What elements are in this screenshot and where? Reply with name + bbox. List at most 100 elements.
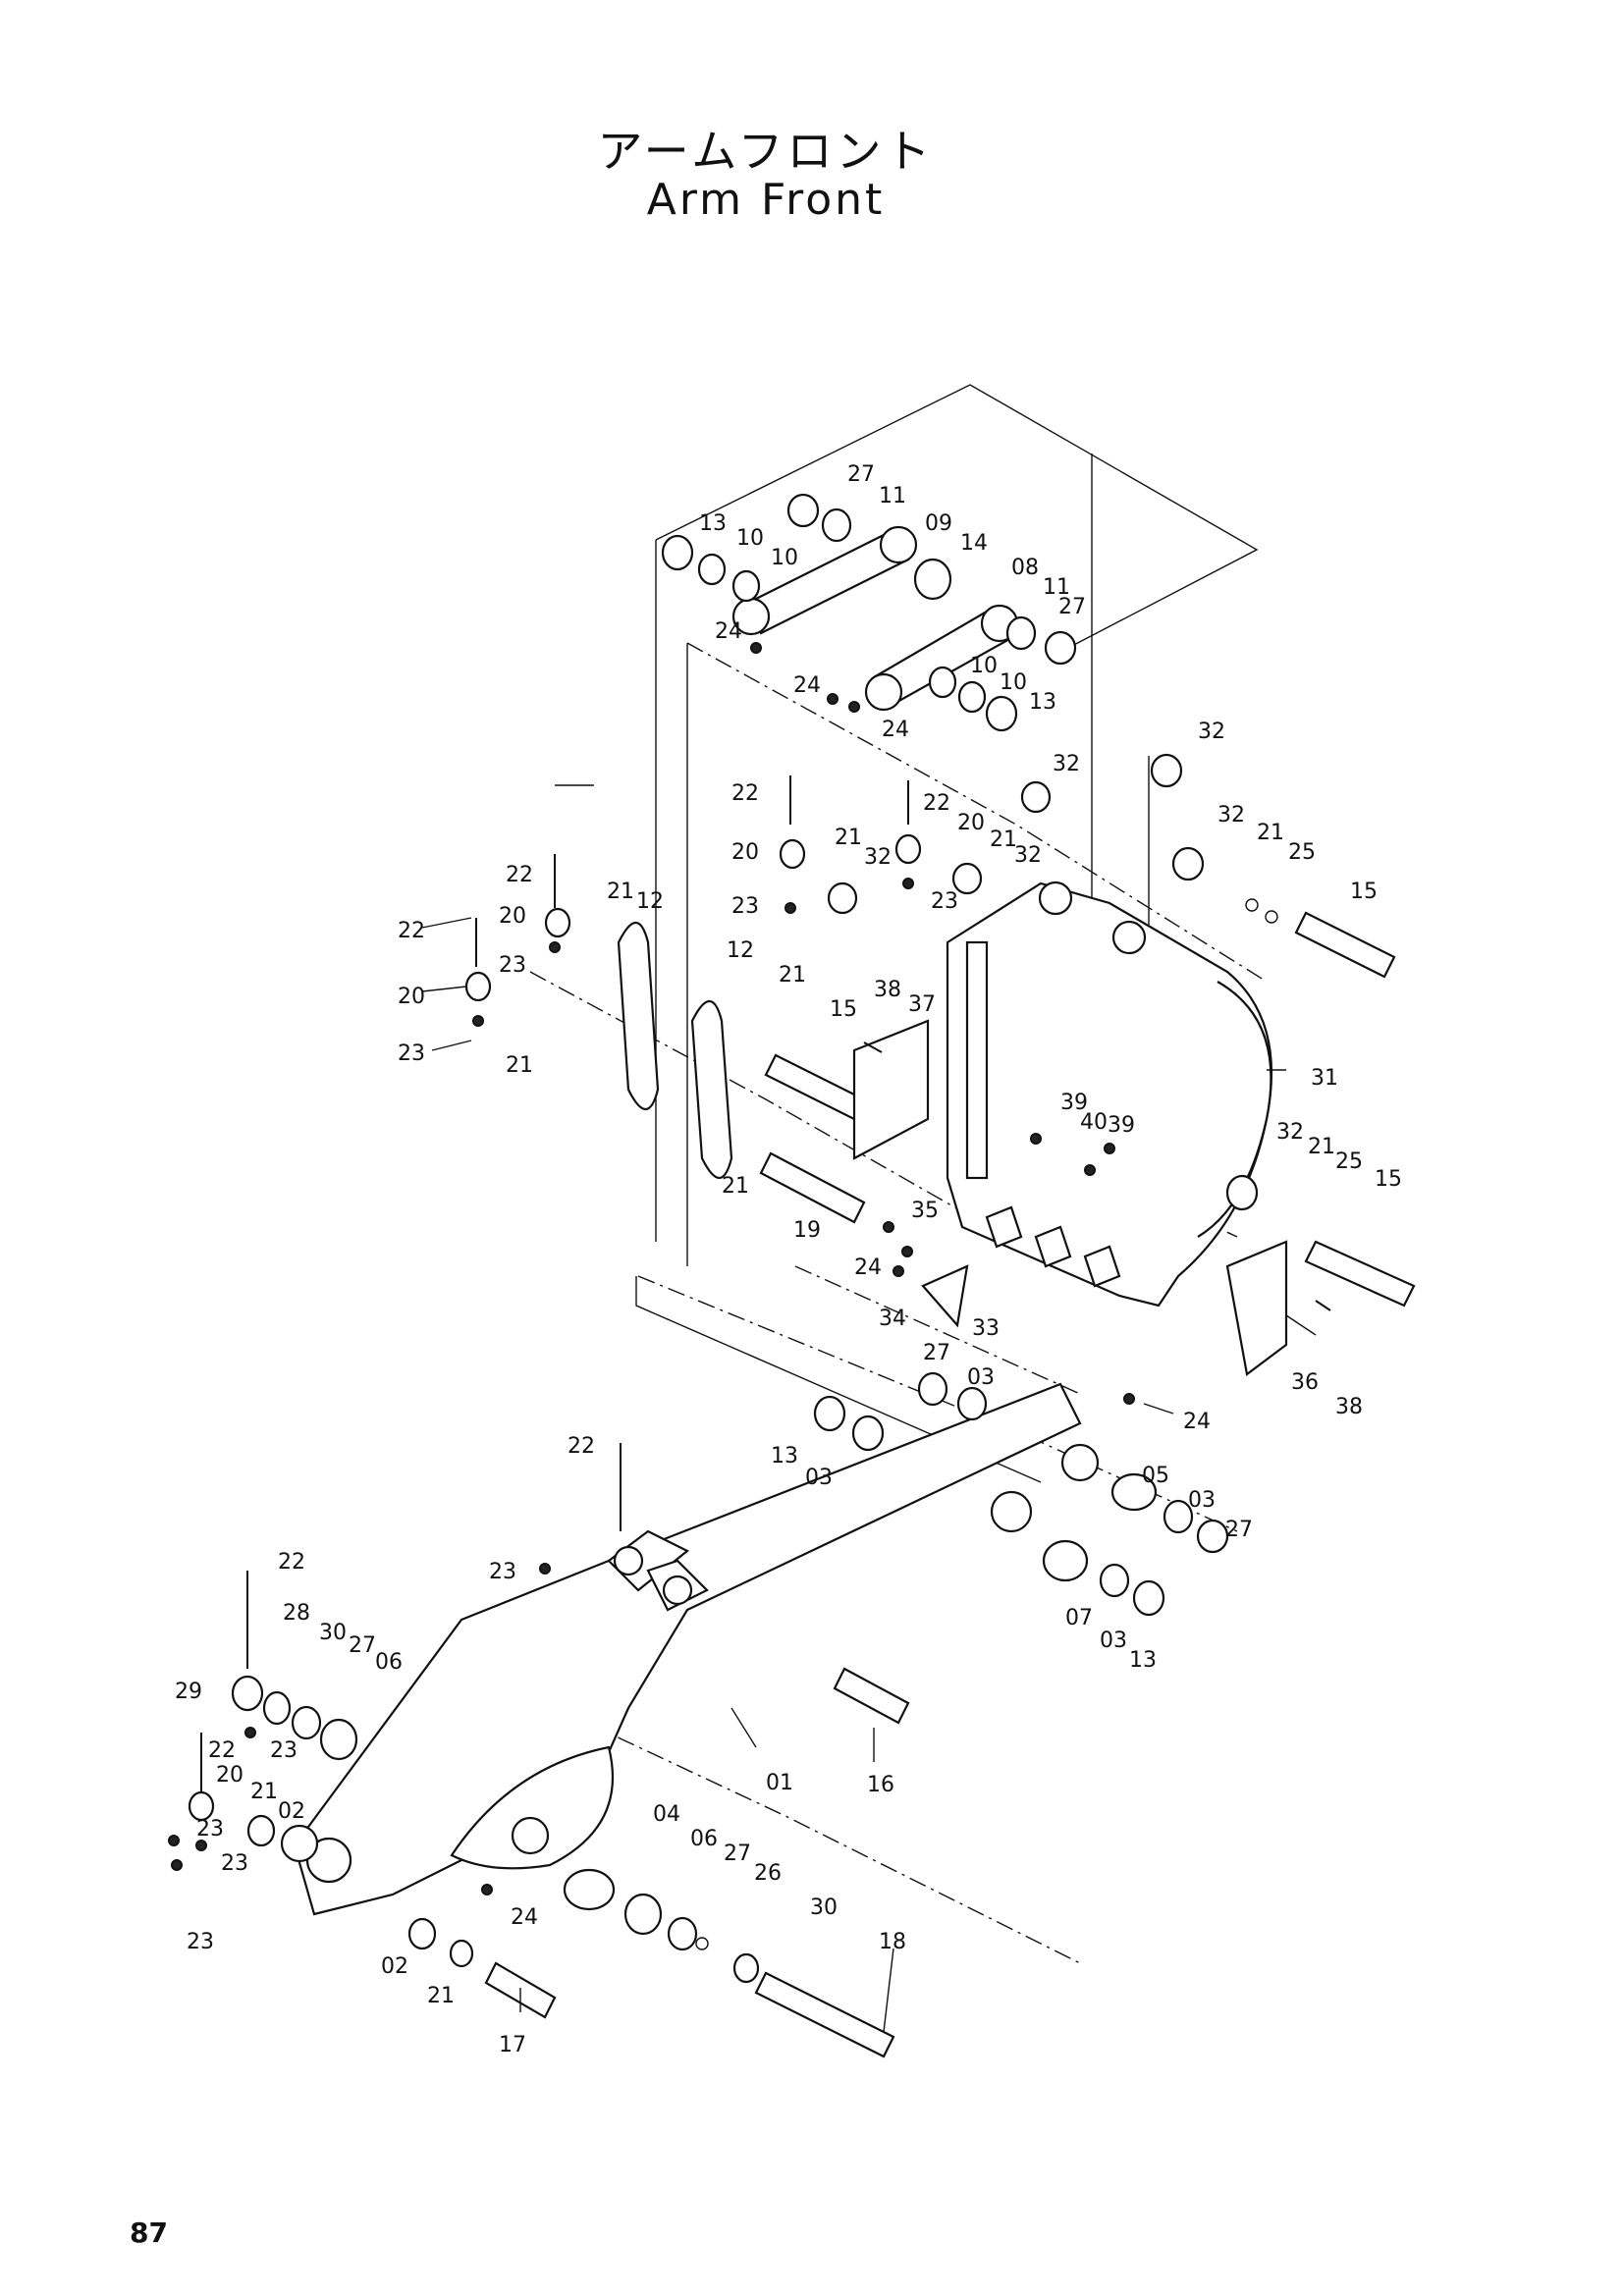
ring-27-b xyxy=(1044,630,1077,666)
label-part-08: 08 xyxy=(1011,556,1039,580)
label-part-35: 35 xyxy=(911,1199,939,1223)
bucket-tooth-1 xyxy=(985,1205,1023,1249)
nut-20-c xyxy=(779,838,806,870)
grease-fitting-24-b xyxy=(827,693,839,705)
label-part-24: 24 xyxy=(793,673,821,698)
grease-fitting-24-d xyxy=(883,1221,894,1233)
side-cutter-36 xyxy=(1225,1240,1288,1376)
label-part-32: 32 xyxy=(864,845,892,870)
collar-10-b xyxy=(731,569,761,603)
o-ring-25-b xyxy=(1265,910,1278,924)
label-part-24: 24 xyxy=(854,1255,882,1280)
label-part-13: 13 xyxy=(699,511,727,536)
label-part-27: 27 xyxy=(1058,595,1086,619)
bushing-13-top xyxy=(661,534,694,571)
washer-23-g xyxy=(195,1840,207,1851)
page-title-japanese: アームフロント xyxy=(597,125,935,178)
washer-23-c xyxy=(784,902,796,914)
nut-20-e xyxy=(188,1790,215,1822)
label-part-04: 04 xyxy=(653,1802,680,1827)
label-part-27: 27 xyxy=(349,1633,376,1658)
label-part-11: 11 xyxy=(879,484,906,508)
label-part-21: 21 xyxy=(250,1780,278,1804)
label-part-31: 31 xyxy=(1311,1066,1338,1091)
label-part-36: 36 xyxy=(1291,1370,1319,1395)
washer-30-a xyxy=(262,1690,292,1726)
washer-23-e xyxy=(539,1563,551,1575)
shim-32-c xyxy=(827,881,858,915)
link-12-left xyxy=(617,922,660,1110)
label-part-21: 21 xyxy=(779,963,806,988)
label-part-39: 39 xyxy=(1060,1091,1088,1115)
label-part-09: 09 xyxy=(925,511,952,536)
arm-boss-hole xyxy=(511,1816,550,1855)
collar-10-a xyxy=(697,553,727,586)
links xyxy=(617,525,1019,1179)
collar-06-a xyxy=(319,1718,358,1761)
hardware xyxy=(168,642,1331,1950)
label-part-27: 27 xyxy=(724,1842,751,1866)
collar-14 xyxy=(913,558,952,601)
label-part-21: 21 xyxy=(1308,1135,1335,1159)
bushing-13-b xyxy=(985,695,1018,732)
bushing-03-c xyxy=(1163,1499,1194,1534)
label-part-23: 23 xyxy=(187,1930,214,1954)
label-part-02: 02 xyxy=(278,1799,305,1824)
nut-20-b xyxy=(464,971,492,1002)
label-part-22: 22 xyxy=(568,1434,595,1459)
label-part-37: 37 xyxy=(908,992,936,1017)
pin-18 xyxy=(754,1971,895,2058)
label-part-24: 24 xyxy=(882,718,909,742)
grease-fitting-24-e xyxy=(1123,1393,1135,1405)
nut-39-b xyxy=(1104,1143,1115,1154)
label-part-21: 21 xyxy=(835,826,862,850)
label-part-23: 23 xyxy=(196,1817,224,1842)
washer-40 xyxy=(1084,1164,1096,1176)
label-part-13: 13 xyxy=(1129,1648,1157,1673)
label-part-23: 23 xyxy=(731,894,759,919)
label-part-23: 23 xyxy=(221,1851,248,1876)
nut-39-a xyxy=(1030,1133,1042,1145)
collar-02-a xyxy=(246,1814,276,1847)
link-12-right xyxy=(690,1000,733,1179)
label-part-18: 18 xyxy=(879,1930,906,1954)
label-part-24: 24 xyxy=(715,619,742,644)
label-part-12: 12 xyxy=(636,889,664,914)
nut-20-d xyxy=(894,833,922,865)
pin-15-c xyxy=(1304,1240,1416,1308)
label-part-32: 32 xyxy=(1198,720,1225,744)
label-part-21: 21 xyxy=(427,1984,455,2008)
arm-outline xyxy=(293,1382,1082,1916)
bushing-13-d xyxy=(1132,1579,1165,1617)
label-part-30: 30 xyxy=(319,1621,347,1645)
label-part-21: 21 xyxy=(607,880,634,904)
bushing-07 xyxy=(1042,1539,1089,1582)
link-08-eye-1 xyxy=(864,672,903,712)
label-part-24: 24 xyxy=(1183,1410,1211,1434)
bushing-11-b xyxy=(1005,615,1037,651)
bucket-tooth-2 xyxy=(1034,1225,1072,1268)
label-part-22: 22 xyxy=(208,1738,236,1763)
label-part-23: 23 xyxy=(499,953,526,978)
label-part-21: 21 xyxy=(722,1174,749,1199)
frame-dash-6 xyxy=(470,1668,1081,1964)
label-part-25: 25 xyxy=(1335,1149,1363,1174)
label-part-02: 02 xyxy=(381,1954,408,1979)
label-part-33: 33 xyxy=(972,1316,1000,1341)
label-part-20: 20 xyxy=(398,985,425,1009)
label-part-32: 32 xyxy=(1217,803,1245,828)
collar-10-d xyxy=(957,680,987,714)
shim-32-b xyxy=(1020,780,1052,814)
label-part-13: 13 xyxy=(1029,690,1056,715)
grease-fitting-24-f xyxy=(481,1884,493,1896)
ring-27-e xyxy=(291,1705,322,1740)
bucket-back xyxy=(1197,981,1272,1238)
label-part-32: 32 xyxy=(1014,843,1042,868)
bucket-pin-hole-2 xyxy=(1111,920,1147,955)
label-part-10: 10 xyxy=(1000,670,1027,695)
label-part-03: 03 xyxy=(1188,1488,1216,1513)
label-part-39: 39 xyxy=(1108,1113,1135,1138)
label-part-16: 16 xyxy=(867,1773,894,1797)
